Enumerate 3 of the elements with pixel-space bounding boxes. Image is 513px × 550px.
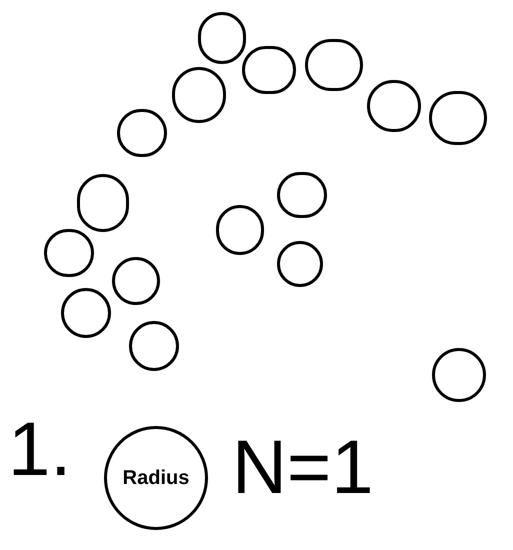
handwritten-label: N=1 <box>232 430 374 506</box>
handwritten-label: 1. <box>8 412 72 488</box>
circle-label: Radius <box>122 466 190 491</box>
